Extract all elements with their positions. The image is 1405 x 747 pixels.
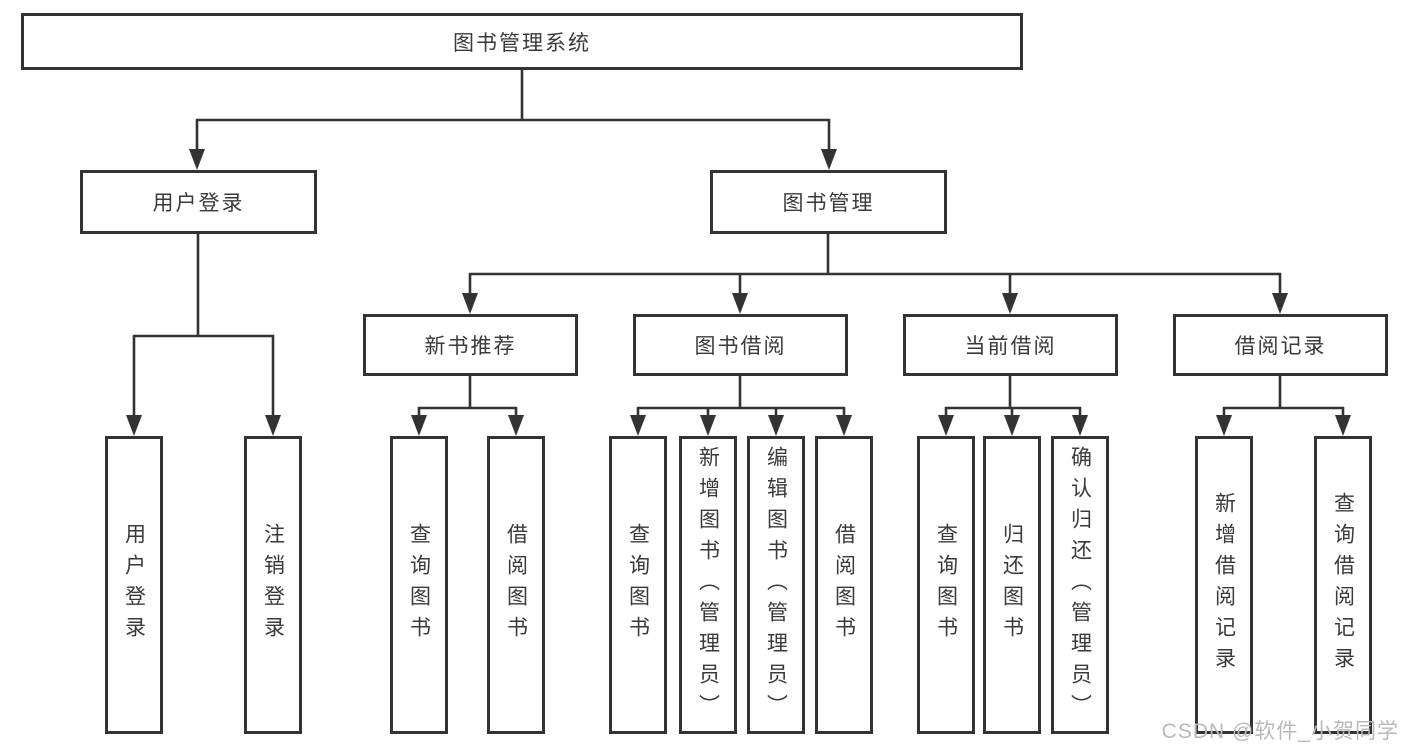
node-current-borrow: 当前借阅 xyxy=(903,314,1118,376)
node-new-book-recommend: 新书推荐 xyxy=(363,314,578,376)
node-borrow-books-action: 借阅图书 xyxy=(815,436,873,734)
node-user-login-action: 用户登录 xyxy=(105,436,163,734)
node-book-management-system: 图书管理系统 xyxy=(21,13,1023,70)
node-label: 借阅图书 xyxy=(504,523,528,647)
node-confirm-return-admin: 确认归还（管理员） xyxy=(1051,436,1109,734)
node-logout: 注销登录 xyxy=(244,436,302,734)
node-label: 查询图书 xyxy=(407,523,431,647)
connector-current-borrow-to-leaves xyxy=(938,376,1088,436)
node-label: 用户登录 xyxy=(122,523,146,647)
node-add-books-admin: 新增图书（管理员） xyxy=(679,436,737,734)
node-label: 归还图书 xyxy=(1000,523,1024,647)
node-label: 查询图书 xyxy=(626,523,650,647)
connector-borrow-records-to-leaves xyxy=(1216,376,1351,436)
node-label: 查询图书 xyxy=(934,523,958,647)
node-borrow-books-recommend: 借阅图书 xyxy=(487,436,545,734)
node-label: 查询借阅记录 xyxy=(1331,492,1355,678)
node-label: 借阅记录 xyxy=(1234,335,1327,358)
node-edit-books-admin: 编辑图书（管理员） xyxy=(747,436,805,734)
node-query-books-current: 查询图书 xyxy=(917,436,975,734)
node-label: 新增借阅记录 xyxy=(1212,492,1236,678)
connector-book-borrow-to-leaves xyxy=(630,376,852,436)
node-label: 确认归还（管理员） xyxy=(1068,445,1092,725)
node-book-management: 图书管理 xyxy=(710,170,947,234)
connector-user-login-to-leaves xyxy=(126,234,281,436)
node-query-books-borrow: 查询图书 xyxy=(609,436,667,734)
node-return-books: 归还图书 xyxy=(983,436,1041,734)
node-label: 新书推荐 xyxy=(424,335,517,358)
csdn-watermark: CSDN @软件_小贺同学 xyxy=(1161,720,1399,743)
node-label: 图书管理系统 xyxy=(453,31,591,55)
node-query-books-recommend: 查询图书 xyxy=(390,436,448,734)
node-label: 用户登录 xyxy=(152,192,245,215)
node-user-login: 用户登录 xyxy=(80,170,317,234)
node-label: 注销登录 xyxy=(261,523,285,647)
connector-book-management-to-level3 xyxy=(462,234,1288,314)
node-query-borrow-record: 查询借阅记录 xyxy=(1314,436,1372,734)
node-label: 编辑图书（管理员） xyxy=(764,445,788,725)
node-label: 新增图书（管理员） xyxy=(696,445,720,725)
node-borrow-records: 借阅记录 xyxy=(1173,314,1388,376)
connector-root-to-level2 xyxy=(189,69,837,170)
node-label: 图书借阅 xyxy=(694,335,787,358)
node-add-borrow-record: 新增借阅记录 xyxy=(1195,436,1253,734)
node-book-borrow: 图书借阅 xyxy=(633,314,848,376)
node-label: 图书管理 xyxy=(782,192,875,215)
node-label: 借阅图书 xyxy=(832,523,856,647)
connector-new-book-recommend-to-leaves xyxy=(411,376,524,436)
node-label: 当前借阅 xyxy=(964,335,1057,358)
